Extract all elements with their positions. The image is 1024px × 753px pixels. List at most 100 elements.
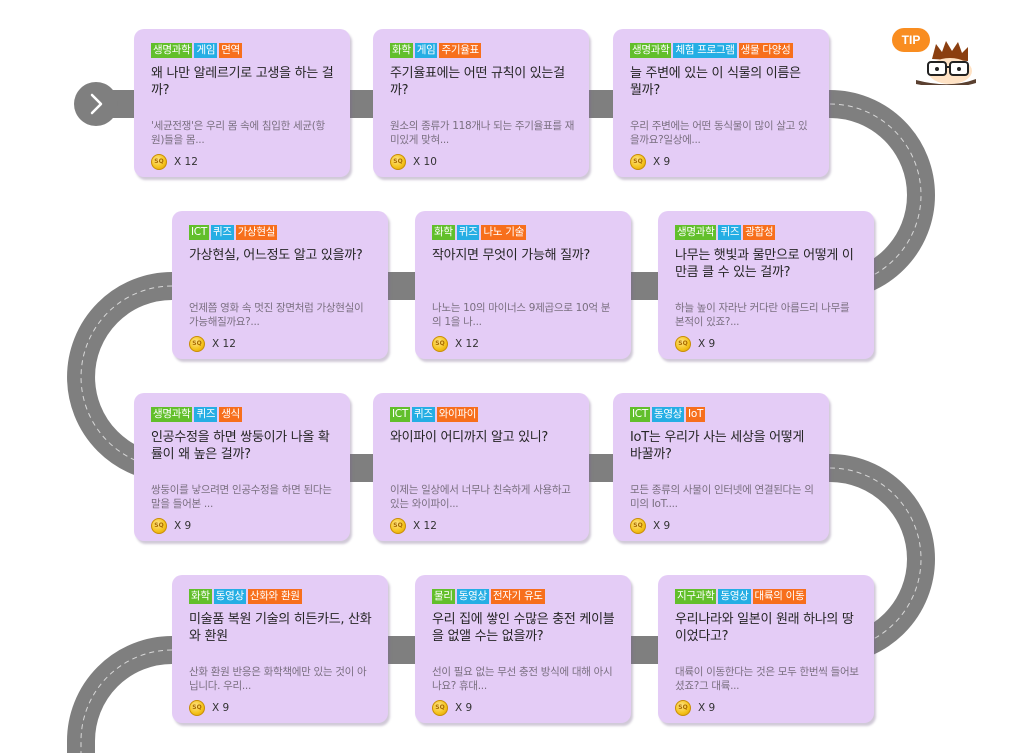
- tag[interactable]: 퀴즈: [456, 225, 480, 240]
- quest-card[interactable]: 생명과학 퀴즈 생식 인공수정을 하면 쌍둥이가 나올 확률이 왜 높은 걸까?…: [134, 393, 350, 541]
- tag[interactable]: ICT: [390, 407, 410, 422]
- quest-card[interactable]: 지구과학 동영상 대륙의 이동 우리나라와 일본이 원래 하나의 땅이었다고? …: [658, 575, 874, 723]
- reward: SQ X 12: [432, 334, 479, 353]
- tag[interactable]: 화학: [390, 43, 413, 58]
- sq-coin-icon: SQ: [630, 153, 646, 170]
- reward: SQ X 9: [432, 698, 472, 717]
- quest-card[interactable]: ICT 동영상 IoT IoT는 우리가 사는 세상을 어떻게 바꿀까? 모든 …: [613, 393, 829, 541]
- tag[interactable]: 생식: [219, 407, 242, 422]
- quest-card[interactable]: 생명과학 체험 프로그램 생물 다양성 늘 주변에 있는 이 식물의 이름은 뭘…: [613, 29, 829, 177]
- reward-count: X 10: [413, 155, 437, 168]
- reward: SQ X 9: [630, 516, 670, 535]
- tag-list: ICT 퀴즈 와이파이: [390, 407, 573, 422]
- card-description: 모든 종류의 사물이 인터넷에 연결된다는 의미의 IoT....: [630, 484, 814, 510]
- sq-coin-icon: SQ: [630, 517, 646, 534]
- sq-coin-icon: SQ: [675, 699, 691, 716]
- quest-card[interactable]: 화학 게임 주기율표 주기율표에는 어떤 규칙이 있는걸까? 원소의 종류가 1…: [373, 29, 589, 177]
- tag[interactable]: 퀴즈: [718, 225, 742, 240]
- tag[interactable]: 생명과학: [675, 225, 717, 240]
- tag[interactable]: 생명과학: [151, 43, 193, 58]
- tag[interactable]: 체험 프로그램: [673, 43, 737, 58]
- reward-count: X 9: [653, 155, 671, 168]
- tag-list: 화학 퀴즈 나노 기술: [432, 225, 615, 240]
- quest-card[interactable]: 화학 퀴즈 나노 기술 작아지면 무엇이 가능해 질까? 나노는 10의 마이너…: [415, 211, 631, 359]
- quest-card[interactable]: 생명과학 게임 면역 왜 나만 알레르기로 고생을 하는 걸까? '세균전쟁'은…: [134, 29, 350, 177]
- tag[interactable]: 화학: [189, 589, 212, 604]
- card-description: 나노는 10의 마이너스 9제곱으로 10억 분의 1을 나...: [432, 302, 611, 328]
- tag[interactable]: 와이파이: [436, 407, 479, 422]
- card-title: 와이파이 어디까지 알고 있니?: [390, 430, 549, 445]
- quest-card[interactable]: 물리 동영상 전자기 유도 우리 집에 쌓인 수많은 충전 케이블을 없앨 수는…: [415, 575, 631, 723]
- quest-card[interactable]: 화학 동영상 산화와 환원 미술품 복원 기술의 히든카드, 산화와 환원 산화…: [172, 575, 388, 723]
- sq-coin-icon: SQ: [151, 517, 167, 534]
- card-title: 미술품 복원 기술의 히든카드, 산화와 환원: [189, 612, 372, 644]
- card-description: 쌍둥이를 낳으려면 인공수정을 하면 된다는 말을 들어본 ...: [151, 484, 332, 510]
- tag[interactable]: 광합성: [743, 225, 776, 240]
- card-description: 우리 주변에는 어떤 동식물이 많이 살고 있을까요?일상에...: [630, 120, 808, 146]
- tag-list: 생명과학 체험 프로그램 생물 다양성: [630, 43, 813, 58]
- reward: SQ X 9: [630, 152, 670, 171]
- tag-list: 지구과학 동영상 대륙의 이동: [675, 589, 858, 604]
- tag[interactable]: 동영상: [718, 589, 751, 604]
- reward: SQ X 12: [189, 334, 236, 353]
- tag[interactable]: 생명과학: [151, 407, 193, 422]
- card-title: 인공수정을 하면 쌍둥이가 나올 확률이 왜 높은 걸까?: [151, 430, 330, 462]
- reward-count: X 9: [653, 519, 671, 532]
- tag[interactable]: 생물 다양성: [738, 43, 793, 58]
- tag[interactable]: 퀴즈: [210, 225, 234, 240]
- tag-list: 물리 동영상 전자기 유도: [432, 589, 615, 604]
- card-title: 가상현실, 어느정도 알고 있을까?: [189, 248, 363, 263]
- tag[interactable]: ICT: [189, 225, 209, 240]
- reward-count: X 12: [455, 337, 479, 350]
- tag[interactable]: 게임: [414, 43, 438, 58]
- card-title: 작아지면 무엇이 가능해 질까?: [432, 248, 591, 263]
- tag[interactable]: ICT: [630, 407, 650, 422]
- card-title: 우리나라와 일본이 원래 하나의 땅이었다고?: [675, 612, 854, 644]
- tag[interactable]: 대륙의 이동: [752, 589, 807, 604]
- card-description: 하늘 높이 자라난 커다란 아름드리 나무를 본적이 있죠?...: [675, 302, 850, 328]
- sq-coin-icon: SQ: [390, 517, 406, 534]
- tag[interactable]: 동영상: [213, 589, 246, 604]
- quest-card[interactable]: ICT 퀴즈 가상현실 가상현실, 어느정도 알고 있을까? 언제쯤 영화 속 …: [172, 211, 388, 359]
- card-description: 산화 환원 반응은 화학책에만 있는 것이 아닙니다. 우리...: [189, 666, 367, 692]
- tag-list: 생명과학 게임 면역: [151, 43, 334, 58]
- start-button[interactable]: [74, 82, 118, 126]
- reward-count: X 12: [413, 519, 437, 532]
- chevron-right-icon: [90, 93, 103, 115]
- tag[interactable]: 가상현실: [235, 225, 278, 240]
- sq-coin-icon: SQ: [432, 335, 448, 352]
- reward-count: X 9: [174, 519, 192, 532]
- tag[interactable]: 동영상: [651, 407, 685, 422]
- tag-list: ICT 동영상 IoT: [630, 407, 813, 422]
- tag-list: 화학 동영상 산화와 환원: [189, 589, 372, 604]
- tag[interactable]: 퀴즈: [194, 407, 218, 422]
- reward-count: X 9: [698, 337, 716, 350]
- tag[interactable]: 지구과학: [675, 589, 717, 604]
- tag[interactable]: 산화와 환원: [247, 589, 302, 604]
- quest-card[interactable]: 생명과학 퀴즈 광합성 나무는 햇빛과 물만으로 어떻게 이만큼 클 수 있는 …: [658, 211, 874, 359]
- tag[interactable]: 주기율표: [439, 43, 481, 58]
- reward: SQ X 9: [189, 698, 229, 717]
- card-description: 대륙이 이동한다는 것은 모두 한번씩 들어보셨죠?그 대륙...: [675, 666, 859, 692]
- tag[interactable]: 게임: [194, 43, 218, 58]
- reward: SQ X 12: [390, 516, 437, 535]
- quest-card[interactable]: ICT 퀴즈 와이파이 와이파이 어디까지 알고 있니? 이제는 일상에서 너무…: [373, 393, 589, 541]
- tag[interactable]: 나노 기술: [481, 225, 526, 240]
- tag[interactable]: 퀴즈: [411, 407, 435, 422]
- sq-coin-icon: SQ: [151, 153, 167, 170]
- sq-coin-icon: SQ: [390, 153, 406, 170]
- tag[interactable]: 물리: [432, 589, 455, 604]
- tag[interactable]: 생명과학: [630, 43, 672, 58]
- reward-count: X 12: [212, 337, 236, 350]
- reward-count: X 9: [212, 701, 230, 714]
- tip-mascot-button[interactable]: TIP: [892, 27, 978, 85]
- tag[interactable]: IoT: [686, 407, 706, 422]
- sq-coin-icon: SQ: [189, 699, 205, 716]
- tag[interactable]: 동영상: [456, 589, 489, 604]
- tag[interactable]: 면역: [219, 43, 242, 58]
- reward: SQ X 10: [390, 152, 437, 171]
- reward: SQ X 9: [151, 516, 191, 535]
- tag[interactable]: 화학: [432, 225, 455, 240]
- card-description: 선이 필요 없는 무선 충전 방식에 대해 아시나요? 휴대...: [432, 666, 613, 692]
- tag[interactable]: 전자기 유도: [490, 589, 545, 604]
